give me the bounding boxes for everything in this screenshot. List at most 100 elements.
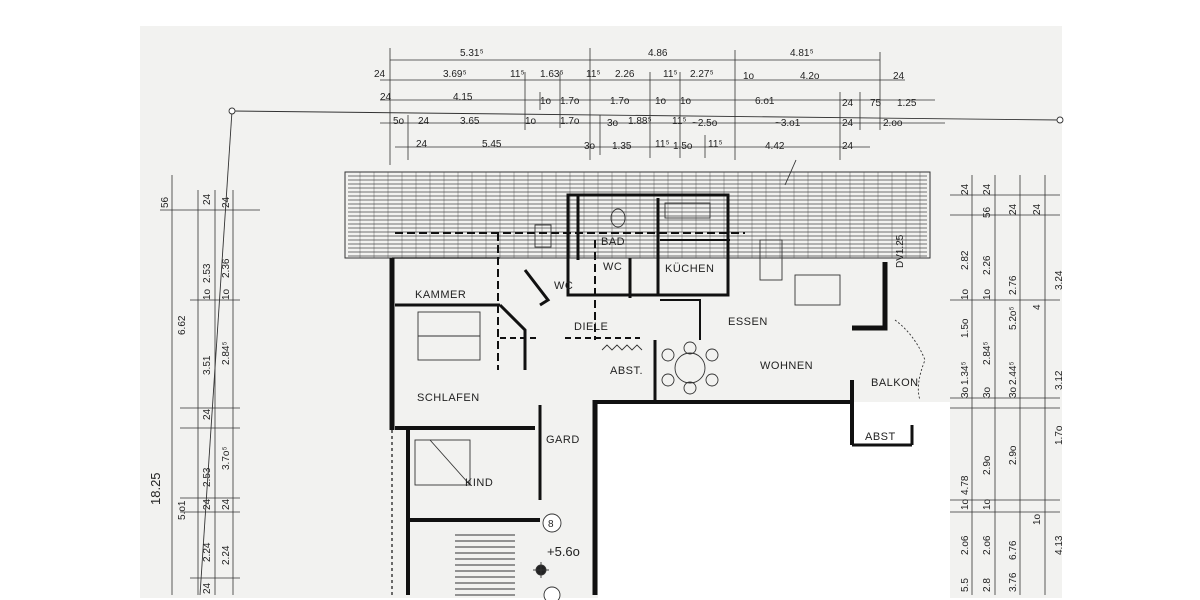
dim-top-r4: 2.oo bbox=[883, 118, 903, 129]
room-label-kind: KIND bbox=[465, 477, 493, 489]
dim-top-r4: 5o bbox=[393, 116, 405, 127]
dim-right-c4: 24 bbox=[1032, 203, 1043, 215]
dim-top-r5: 24 bbox=[416, 139, 428, 150]
dim-left-c1: 56 bbox=[160, 196, 171, 208]
dim-top-r3: 1o bbox=[540, 96, 552, 107]
dim-right-c1: 24 bbox=[960, 183, 971, 195]
right-dimension-chains bbox=[950, 175, 1060, 595]
dim-right-c4: 3.24 bbox=[1054, 270, 1065, 290]
dim-left-c2: 24 bbox=[202, 498, 213, 510]
dim-left-c2: 24 bbox=[202, 582, 213, 594]
dim-top-r2: 1.63⁵ bbox=[540, 69, 564, 80]
dim-right-c4: 4.13 bbox=[1054, 535, 1065, 555]
dim-top-r5: 3o bbox=[584, 141, 596, 152]
dim-top-2: 4.86 bbox=[648, 48, 668, 59]
dim-left-c3: 2.24 bbox=[221, 545, 232, 565]
dim-top-r3: 1.7o bbox=[610, 96, 630, 107]
dim-left-c3: 2.36 bbox=[221, 258, 232, 278]
dim-top-r2: 11⁵ bbox=[510, 69, 525, 80]
room-label-schlafen: SCHLAFEN bbox=[417, 392, 480, 404]
property-line bbox=[199, 107, 1064, 596]
furniture bbox=[414, 159, 926, 600]
dim-right-c4: 4 bbox=[1032, 304, 1043, 310]
dim-top-r3: 75 bbox=[870, 98, 882, 109]
dim-right-c1: 1.5o bbox=[960, 318, 971, 338]
dim-right-c2: 2.84⁵ bbox=[982, 341, 993, 365]
dim-top-r4: 3.65 bbox=[460, 116, 480, 127]
dim-right-c1: 2.o6 bbox=[960, 535, 971, 555]
dim-top-r3: 1o bbox=[680, 96, 692, 107]
dim-right-c1: 1.34⁵ bbox=[960, 361, 971, 385]
dim-top-r2: 4.2o bbox=[800, 71, 820, 82]
room-label-kuechen: KÜCHEN bbox=[665, 263, 714, 275]
dim-left-c2: 24 bbox=[202, 193, 213, 205]
dim-top-r5: 11⁵ bbox=[708, 139, 723, 150]
room-label-abst: ABST. bbox=[610, 365, 643, 377]
room-label-kammer: KAMMER bbox=[415, 289, 466, 301]
dim-top-r2: 3.69⁵ bbox=[443, 69, 467, 80]
dim-right-c4: 1.7o bbox=[1054, 425, 1065, 445]
dim-right-c4: 3.12 bbox=[1054, 370, 1065, 390]
roof-overhang bbox=[344, 171, 931, 259]
dim-top-r5: 11⁵ bbox=[655, 139, 670, 150]
dim-top-r4: 24 bbox=[842, 118, 854, 129]
dim-top-r5: 1.5o bbox=[673, 141, 693, 152]
dim-right-c2: 1o bbox=[982, 288, 993, 300]
stair-number: 8 bbox=[548, 519, 554, 530]
dim-right-c2: 2.o6 bbox=[982, 535, 993, 555]
dim-left-c2: 2.24 bbox=[202, 542, 213, 562]
dim-left-c3: 24 bbox=[221, 196, 232, 208]
dim-right-c3: 6.76 bbox=[1008, 540, 1019, 560]
dim-left-total: 18.25 bbox=[148, 472, 163, 505]
dim-right-c1: 3o bbox=[960, 386, 971, 398]
dim-top-r3: 1o bbox=[655, 96, 667, 107]
dim-top-r3: 4.15 bbox=[453, 92, 473, 103]
dim-top-r5: 24 bbox=[842, 141, 854, 152]
dim-top-r5: 1.35 bbox=[612, 141, 632, 152]
dim-left-c2: 3.51 bbox=[202, 355, 213, 375]
dim-right-c2: 1o bbox=[982, 498, 993, 510]
dim-left-c2: 24 bbox=[202, 408, 213, 420]
dim-left-c2: 2.53 bbox=[202, 263, 213, 283]
dim-top-r4: 1o bbox=[525, 116, 537, 127]
dim-left-c2: 2.53 bbox=[202, 467, 213, 487]
dim-right-c4: 1o bbox=[1032, 513, 1043, 525]
dim-top-1: 5.31⁵ bbox=[460, 48, 484, 59]
dim-top-r2: 2.26 bbox=[615, 69, 635, 80]
dim-top-r4: 11⁵ bbox=[672, 116, 687, 127]
dim-top-r4: ~2.5o bbox=[692, 118, 718, 129]
dim-top-r3: 1.25 bbox=[897, 98, 917, 109]
dim-top-r4: 3o bbox=[607, 118, 619, 129]
dim-right-c1: 2.82 bbox=[960, 250, 971, 270]
dim-right-c3: 3.76 bbox=[1008, 572, 1019, 592]
dim-top-r3: 6.o1 bbox=[755, 96, 775, 107]
dim-top-r3: 1.7o bbox=[560, 96, 580, 107]
dim-right-c2: 2.26 bbox=[982, 255, 993, 275]
dv-annotation: DV1.25 bbox=[895, 234, 906, 268]
dim-top-r2: 24 bbox=[374, 69, 386, 80]
dim-left-c1: 6.62 bbox=[177, 315, 188, 335]
dim-right-c1: 5.5 bbox=[960, 578, 971, 592]
walls bbox=[389, 193, 914, 595]
room-label-bad: BAD bbox=[601, 236, 625, 248]
dim-top-r4: 24 bbox=[418, 116, 430, 127]
room-label-wc: WC bbox=[554, 280, 573, 292]
dim-top-3: 4.81⁵ bbox=[790, 48, 814, 59]
dim-left-c1: 5.o1 bbox=[177, 500, 188, 520]
dim-right-c2: 56 bbox=[982, 206, 993, 218]
dim-right-c1: 1o bbox=[960, 498, 971, 510]
dim-top-r4: 1.88⁵ bbox=[628, 116, 652, 127]
dim-top-r2: 11⁵ bbox=[663, 69, 678, 80]
dim-right-c2: 24 bbox=[982, 183, 993, 195]
room-label-gard: GARD bbox=[546, 434, 580, 446]
dim-right-c3: 2.9o bbox=[1008, 445, 1019, 465]
dim-right-c1: 4.78 bbox=[960, 475, 971, 495]
dim-right-c3: 3o bbox=[1008, 386, 1019, 398]
dim-left-c2: 1o bbox=[202, 288, 213, 300]
dim-left-c3: 24 bbox=[221, 498, 232, 510]
dim-left-c3: 1o bbox=[221, 288, 232, 300]
dim-top-r2: 24 bbox=[893, 71, 905, 82]
level-annotation: +5.6o bbox=[547, 544, 580, 559]
dim-right-c3: 5.2o⁵ bbox=[1008, 306, 1019, 330]
dim-top-r3: 24 bbox=[842, 98, 854, 109]
